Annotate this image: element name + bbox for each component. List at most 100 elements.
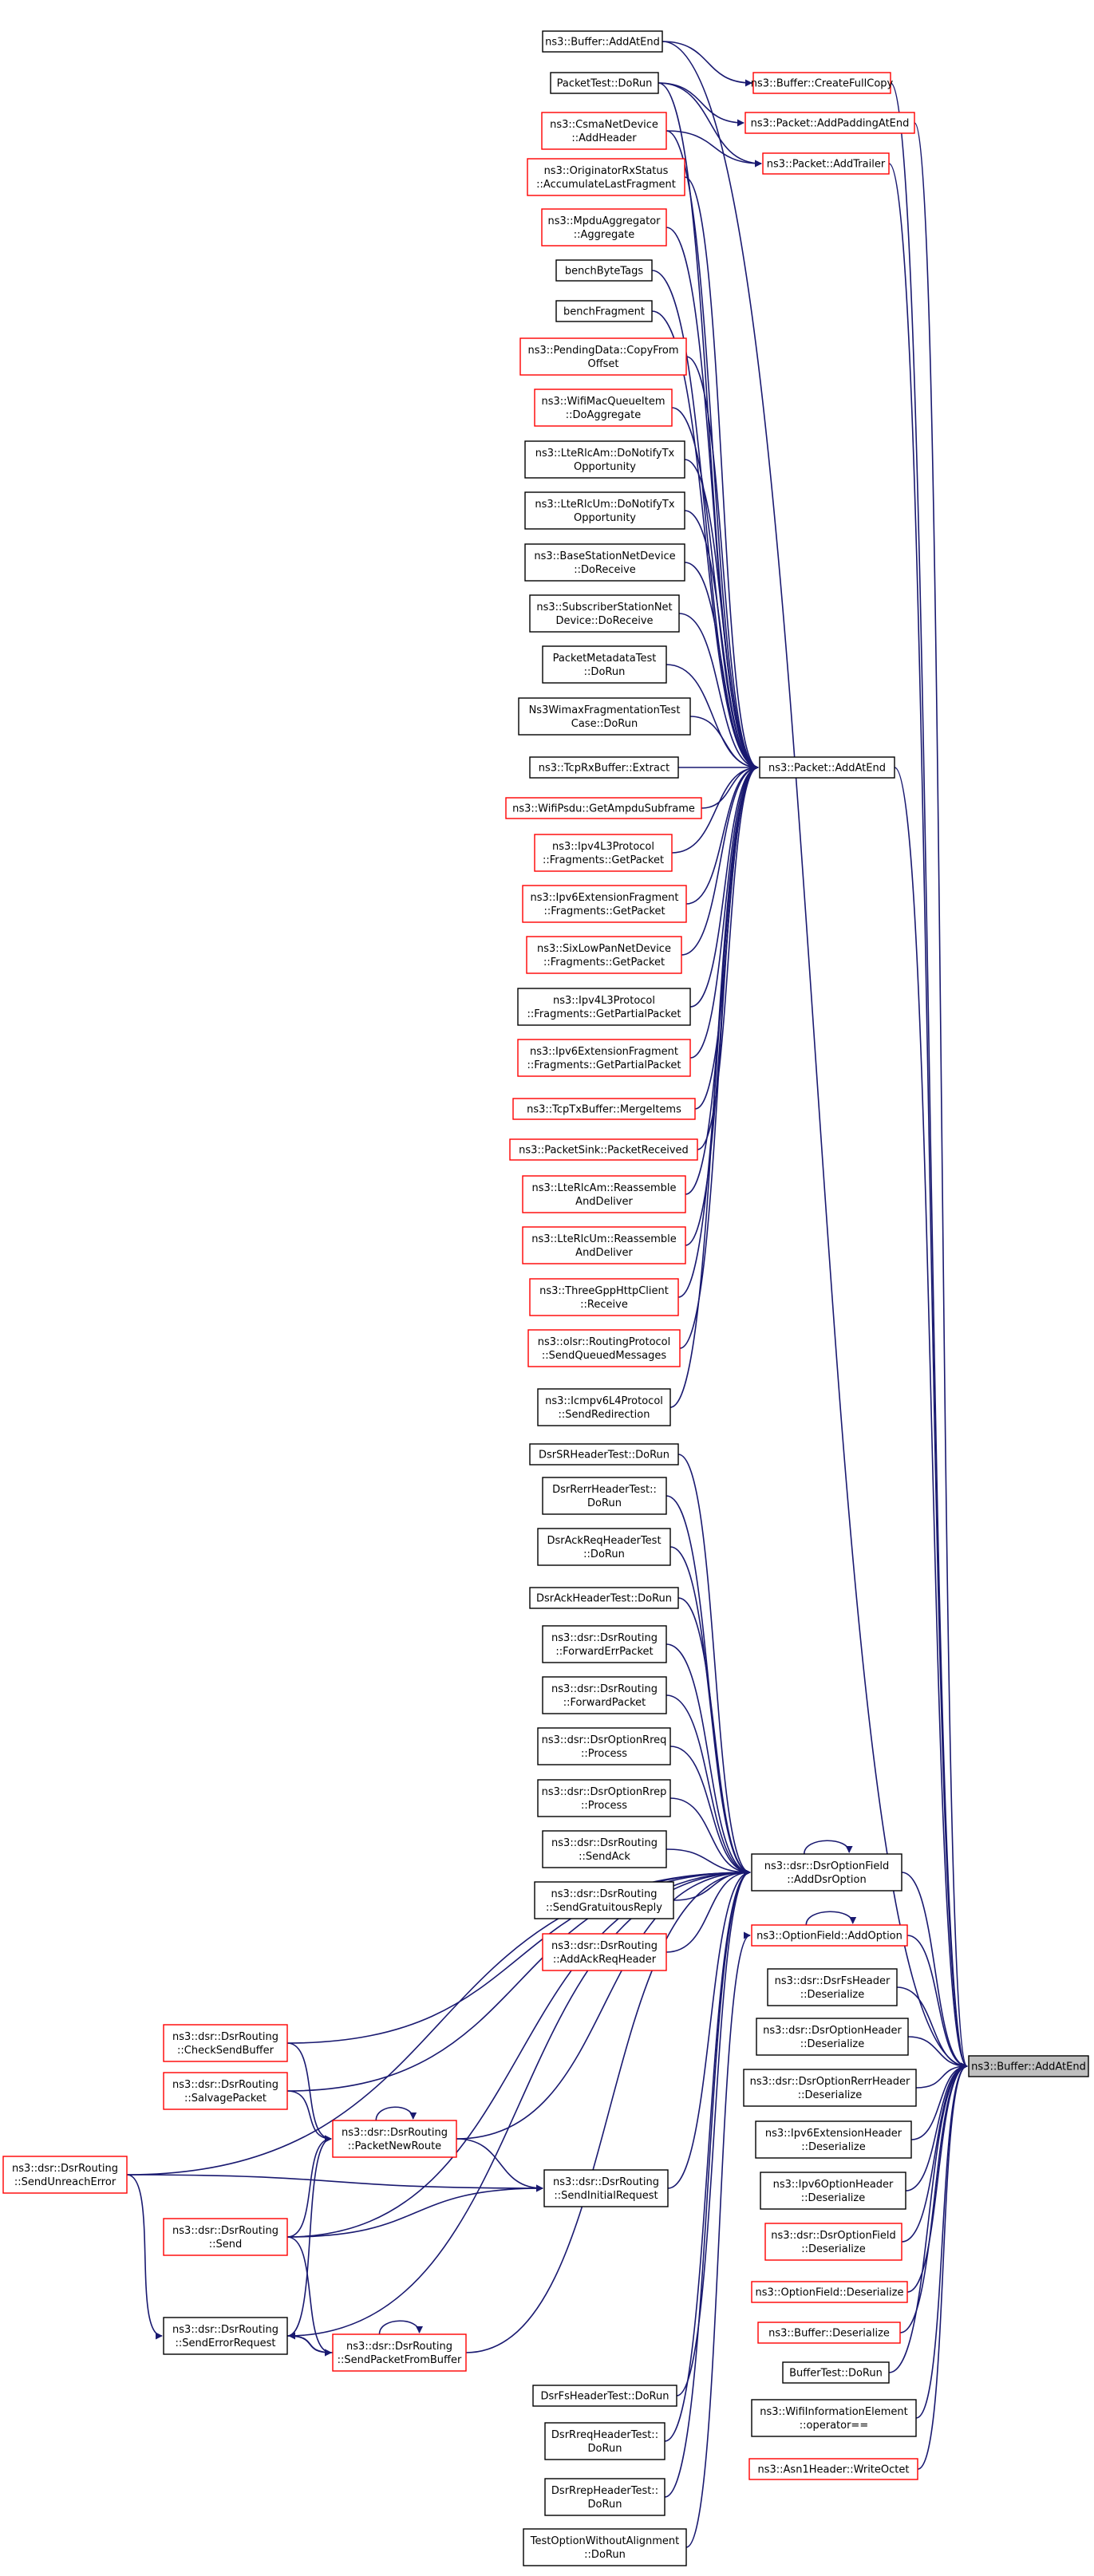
- graph-node-wifiinformationelement-op[interactable]: ns3::WifiInformationElement::operator==: [751, 2399, 917, 2437]
- graph-node-wifipsdu-getampdu[interactable]: ns3::WifiPsdu::GetAmpduSubframe: [505, 797, 702, 819]
- node-label: ns3::dsr::DsrOptionField: [771, 2230, 895, 2242]
- node-box: [544, 2478, 665, 2516]
- graph-node-dsr-packetnewroute[interactable]: ns3::dsr::DsrRouting::PacketNewRoute: [332, 2120, 457, 2158]
- node-label: ns3::CsmaNetDevice: [550, 119, 658, 131]
- graph-node-buffer-addatend-top[interactable]: ns3::Buffer::AddAtEnd: [542, 30, 663, 53]
- graph-node-benchbytetags[interactable]: benchByteTags: [555, 259, 653, 282]
- node-label: Opportunity: [574, 461, 636, 473]
- graph-node-packet-addtrailer[interactable]: ns3::Packet::AddTrailer: [762, 152, 890, 175]
- graph-node-tcptxbuffer-mergeitems[interactable]: ns3::TcpTxBuffer::MergeItems: [512, 1098, 696, 1120]
- graph-node-dsr-sendinitialrequest[interactable]: ns3::dsr::DsrRouting::SendInitialRequest: [543, 2169, 669, 2207]
- graph-node-asn1header-writeoctet[interactable]: ns3::Asn1Header::WriteOctet: [748, 2458, 918, 2480]
- graph-node-dsr-salvagepacket[interactable]: ns3::dsr::DsrRouting::SalvagePacket: [163, 2072, 288, 2110]
- node-label: Offset: [587, 358, 618, 370]
- graph-node-packetsink-packetreceived[interactable]: ns3::PacketSink::PacketReceived: [509, 1138, 698, 1161]
- call-edge: [890, 82, 968, 2070]
- node-box: [526, 936, 682, 974]
- graph-node-csmanetdevice-addheader[interactable]: ns3::CsmaNetDevice::AddHeader: [541, 112, 667, 150]
- graph-node-dsroptionrreq-process[interactable]: ns3::dsr::DsrOptionRreq::Process: [537, 1727, 671, 1765]
- graph-node-dsroptionrrep-process[interactable]: ns3::dsr::DsrOptionRrep::Process: [537, 1779, 671, 1817]
- graph-node-originatorrxstatus[interactable]: ns3::OriginatorRxStatus::AccumulateLastF…: [527, 158, 685, 196]
- graph-node-dsrackheadertest[interactable]: DsrAckHeaderTest::DoRun: [529, 1587, 679, 1609]
- graph-node-testoptionwithoutalignment[interactable]: TestOptionWithoutAlignment::DoRun: [523, 2528, 687, 2566]
- node-label: ns3::Ipv6ExtensionFragment: [530, 892, 678, 904]
- graph-node-ipv6extensionheader-deserialize[interactable]: ns3::Ipv6ExtensionHeader::Deserialize: [755, 2120, 912, 2159]
- call-edge: [286, 2135, 332, 2238]
- graph-node-icmpv6l4-sendredirection[interactable]: ns3::Icmpv6L4Protocol::SendRedirection: [537, 1388, 671, 1426]
- graph-node-dsrackreqheadertest[interactable]: DsrAckReqHeaderTest::DoRun: [537, 1528, 671, 1566]
- graph-node-buffer-deserialize[interactable]: ns3::Buffer::Deserialize: [757, 2322, 901, 2344]
- graph-node-olsr-sendqueued[interactable]: ns3::olsr::RoutingProtocol::SendQueuedMe…: [527, 1329, 681, 1367]
- node-label: DoRun: [587, 1497, 622, 1509]
- graph-node-buffer-addatend-focus[interactable]: ns3::Buffer::AddAtEnd: [968, 2055, 1089, 2077]
- graph-node-wifimacqueueitem[interactable]: ns3::WifiMacQueueItem::DoAggregate: [534, 389, 673, 427]
- graph-node-ipv4l3-getpacket[interactable]: ns3::Ipv4L3Protocol::Fragments::GetPacke…: [534, 834, 673, 872]
- graph-node-packet-addpaddingatend[interactable]: ns3::Packet::AddPaddingAtEnd: [744, 112, 915, 134]
- graph-node-buffertest-dorun[interactable]: BufferTest::DoRun: [782, 2361, 890, 2384]
- graph-node-dsrfsheadertest[interactable]: DsrFsHeaderTest::DoRun: [532, 2385, 677, 2407]
- graph-node-benchfragment[interactable]: benchFragment: [555, 300, 653, 322]
- graph-node-sixlowpan-getpacket[interactable]: ns3::SixLowPanNetDevice::Fragments::GetP…: [526, 936, 682, 974]
- graph-node-tcprxbuffer-extract[interactable]: ns3::TcpRxBuffer::Extract: [529, 756, 679, 779]
- node-label: ns3::dsr::DsrRouting: [172, 2324, 278, 2336]
- graph-node-dsr-send[interactable]: ns3::dsr::DsrRouting::Send: [163, 2218, 288, 2256]
- graph-node-basestation-doreceive[interactable]: ns3::BaseStationNetDevice::DoReceive: [524, 543, 685, 582]
- node-box: [541, 112, 667, 150]
- node-label: ::SalvagePacket: [184, 2093, 267, 2105]
- graph-node-packetmetadatatest[interactable]: PacketMetadataTest::DoRun: [542, 645, 667, 684]
- graph-node-ipv6optionheader-deserialize[interactable]: ns3::Ipv6OptionHeader::Deserialize: [760, 2172, 906, 2210]
- graph-node-dsr-checksendbuffer[interactable]: ns3::dsr::DsrRouting::CheckSendBuffer: [163, 2024, 288, 2062]
- node-label: PacketMetadataTest: [553, 653, 657, 665]
- graph-node-buffer-createfullcopy[interactable]: ns3::Buffer::CreateFullCopy: [751, 72, 894, 94]
- graph-node-dsrrrepheadertest[interactable]: DsrRrepHeaderTest::DoRun: [544, 2478, 665, 2516]
- graph-node-dsr-sendack[interactable]: ns3::dsr::DsrRouting::SendAck: [542, 1830, 667, 1868]
- call-edge: [456, 2138, 543, 2192]
- graph-node-dsroptionfield-deserialize[interactable]: ns3::dsr::DsrOptionField::Deserialize: [764, 2223, 902, 2261]
- graph-node-dsr-senderrorrequest[interactable]: ns3::dsr::DsrRouting::SendErrorRequest: [163, 2317, 288, 2355]
- node-label: TestOptionWithoutAlignment: [530, 2535, 679, 2547]
- graph-node-dsr-addackreqheader[interactable]: ns3::dsr::DsrRouting::AddAckReqHeader: [542, 1933, 667, 1971]
- node-box: [748, 2458, 918, 2480]
- graph-node-dsr-forwarderrpacket[interactable]: ns3::dsr::DsrRouting::ForwardErrPacket: [542, 1625, 667, 1663]
- node-label: ::Process: [581, 1800, 627, 1812]
- graph-node-threegpphttpclient-receive[interactable]: ns3::ThreeGppHttpClient::Receive: [529, 1278, 679, 1316]
- graph-node-dsroptionfield-adddsroption[interactable]: ns3::dsr::DsrOptionField::AddDsrOption: [751, 1853, 902, 1892]
- graph-node-dsrfsheader-deserialize[interactable]: ns3::dsr::DsrFsHeader::Deserialize: [767, 1968, 898, 2006]
- node-box: [542, 1933, 667, 1971]
- graph-node-dsroptionrerrheader-deserialize[interactable]: ns3::dsr::DsrOptionRerrHeader::Deseriali…: [743, 2069, 917, 2107]
- call-edge: [286, 1868, 751, 2044]
- call-edge: [896, 1986, 968, 2070]
- call-edge: [662, 41, 752, 87]
- graph-node-optionfield-deserialize[interactable]: ns3::OptionField::Deserialize: [751, 2281, 908, 2303]
- graph-node-ipv4l3-getpartial[interactable]: ns3::Ipv4L3Protocol::Fragments::GetParti…: [517, 988, 691, 1026]
- graph-node-dsroptionheader-deserialize[interactable]: ns3::dsr::DsrOptionHeader::Deserialize: [756, 2018, 909, 2056]
- node-label: ::DoAggregate: [566, 409, 642, 421]
- node-label: ::Deserialize: [800, 2038, 865, 2050]
- graph-node-ipv6extfrag-getpacket[interactable]: ns3::Ipv6ExtensionFragment::Fragments::G…: [522, 885, 687, 923]
- graph-node-packettest-dorun[interactable]: PacketTest::DoRun: [550, 72, 659, 94]
- graph-node-dsr-sendpacketfrombuffer[interactable]: ns3::dsr::DsrRouting::SendPacketFromBuff…: [332, 2333, 467, 2372]
- graph-node-dsr-forwardpacket[interactable]: ns3::dsr::DsrRouting::ForwardPacket: [542, 1676, 667, 1714]
- node-box: [524, 491, 685, 530]
- graph-node-mpduaggregator[interactable]: ns3::MpduAggregator::Aggregate: [541, 208, 667, 247]
- graph-node-dsrrerrheadertest[interactable]: DsrRerrHeaderTest::DoRun: [542, 1477, 667, 1515]
- node-label: ns3::dsr::DsrRouting: [342, 2127, 448, 2139]
- node-label: PacketTest::DoRun: [557, 78, 653, 90]
- graph-node-packet-addatend[interactable]: ns3::Packet::AddAtEnd: [759, 756, 895, 779]
- graph-node-dsr-sendunreacherror[interactable]: ns3::dsr::DsrRouting::SendUnreachError: [2, 2156, 128, 2194]
- graph-node-dsr-sendgratuitous[interactable]: ns3::dsr::DsrRouting::SendGratuitousRepl…: [534, 1881, 674, 1919]
- graph-node-ipv6extfrag-getpartial[interactable]: ns3::Ipv6ExtensionFragment::Fragments::G…: [517, 1039, 691, 1077]
- graph-node-dsrrreqheadertest[interactable]: DsrRreqHeaderTest::DoRun: [544, 2422, 665, 2460]
- call-edge: [665, 1643, 751, 1876]
- call-edge: [677, 1597, 751, 1876]
- node-box: [757, 2322, 901, 2344]
- graph-node-dsrsrheadertest[interactable]: DsrSRHeaderTest::DoRun: [529, 1443, 679, 1466]
- graph-node-subscriberstation-doreceive[interactable]: ns3::SubscriberStationNetDevice::DoRecei…: [529, 594, 680, 633]
- graph-node-optionfield-addoption[interactable]: ns3::OptionField::AddOption: [751, 1924, 908, 1947]
